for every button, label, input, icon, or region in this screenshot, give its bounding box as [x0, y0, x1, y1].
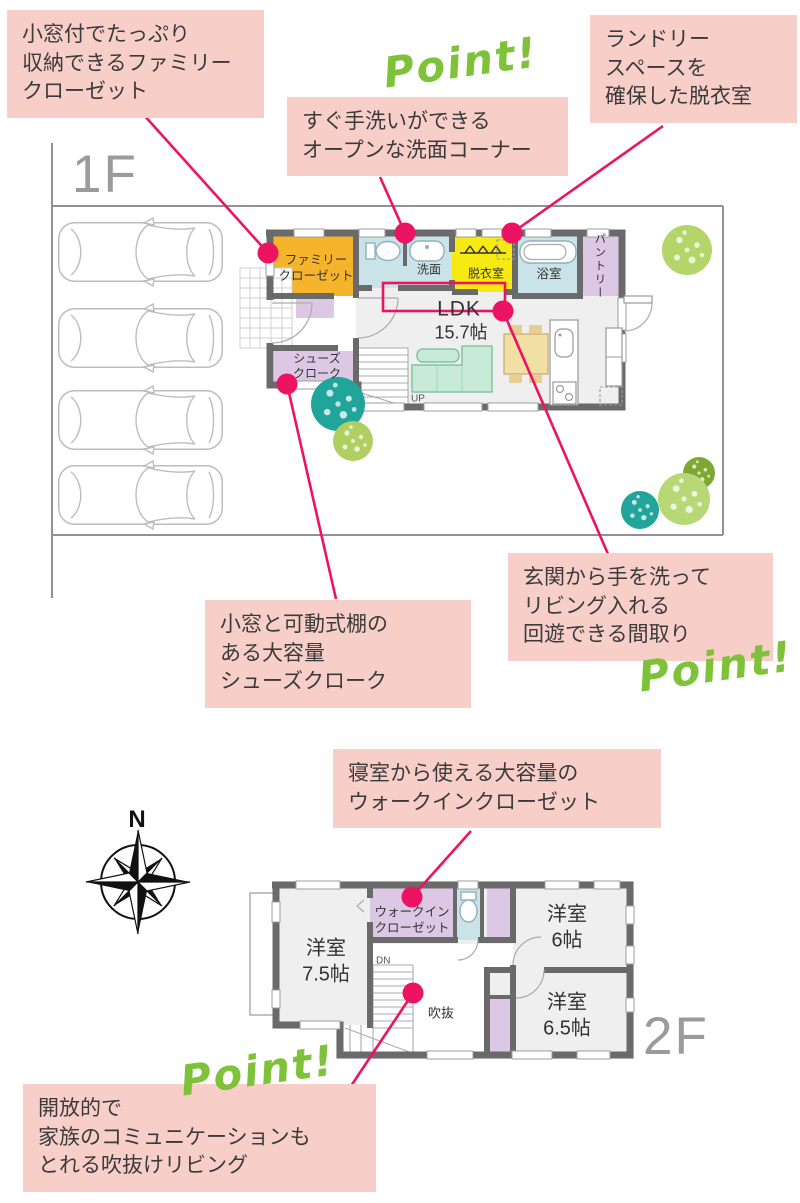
circulation-loop: [381, 281, 507, 313]
callout-circulation: 玄関から手を洗って リビング入れる 回遊できる間取り: [508, 553, 773, 661]
room-label-bath: 浴室: [536, 267, 562, 281]
kitchen: [549, 319, 579, 406]
room-label-ldk-size: 15.7帖: [434, 322, 488, 343]
windows-2f: [271, 880, 635, 1060]
room-label-shoes-cloak: シューズ クローク: [292, 351, 342, 381]
toilet-2f: [459, 891, 478, 923]
cabinet-1f: [605, 327, 623, 387]
room-label-bedroom-6: 洋室 6帖: [547, 903, 587, 951]
washer-space: [496, 239, 515, 260]
room-label-pantry: パントリー: [593, 232, 606, 300]
car-1: [58, 217, 223, 287]
site-boundary: [51, 143, 724, 598]
stairs-dn-label: DN: [376, 955, 391, 967]
car-4: [58, 460, 223, 530]
bathtub: [519, 240, 577, 264]
floorplan-2f: [249, 880, 635, 1060]
room-label-bedroom-65: 洋室 6.5帖: [543, 991, 591, 1039]
closet-2f-top: [487, 888, 513, 940]
floor-label-1f: 1F: [72, 145, 138, 204]
car-2: [58, 303, 223, 373]
hall-closet: [296, 298, 334, 318]
room-label-washroom: 洗面: [416, 262, 442, 277]
toilet-1f: [365, 240, 401, 262]
callout-void-living: 開放的で 家族のコミュニケーションも とれる吹抜けリビング: [23, 1084, 376, 1192]
room-label-ldk: LDK: [437, 297, 481, 321]
floorplan-1f: [239, 228, 653, 412]
dining-table: [503, 325, 549, 383]
car-3: [58, 385, 223, 455]
storage-dashed: [599, 386, 623, 406]
room-label-bedroom-75: 洋室 7.5帖: [302, 937, 350, 985]
room-label-void: 吹抜: [427, 1005, 455, 1021]
compass-n-label: N: [128, 806, 146, 833]
annotation-lines: [142, 113, 664, 1087]
room-pantry: [580, 236, 625, 296]
callout-laundry: ランドリー スペースを 確保した脱衣室: [590, 15, 797, 123]
callout-shoes-cloak: 小窓と可動式棚の ある大容量 シューズクローク: [205, 600, 471, 708]
entry-tiles: [239, 267, 293, 349]
compass-rose: [85, 829, 191, 935]
laundry-rack-icon: [460, 245, 506, 254]
floor-label-2f: 2F: [643, 1007, 709, 1066]
tree-3: [333, 421, 373, 461]
callout-family-closet: 小窓付でたっぷり 収納できるファミリー クローゼット: [7, 10, 264, 118]
sink-1f: [409, 240, 445, 262]
tree-1: [662, 225, 712, 275]
room-label-dressing: 脱衣室: [467, 266, 505, 281]
stairs-1f: [357, 347, 409, 408]
stairs-up-label: UP: [411, 393, 425, 405]
tree-6: [621, 491, 659, 529]
callout-washbasin: すぐ手洗いができる オープンな洗面コーナー: [287, 97, 568, 177]
room-label-wic: ウォークイン クローゼット: [374, 905, 450, 935]
closet-2f-bottom: [487, 997, 513, 1055]
sofa: [411, 345, 493, 393]
callout-wic: 寝室から使える大容量の ウォークインクローゼット: [333, 749, 661, 829]
tree-5: [658, 473, 710, 525]
room-label-family-closet: ファミリー クローゼット: [278, 253, 354, 283]
